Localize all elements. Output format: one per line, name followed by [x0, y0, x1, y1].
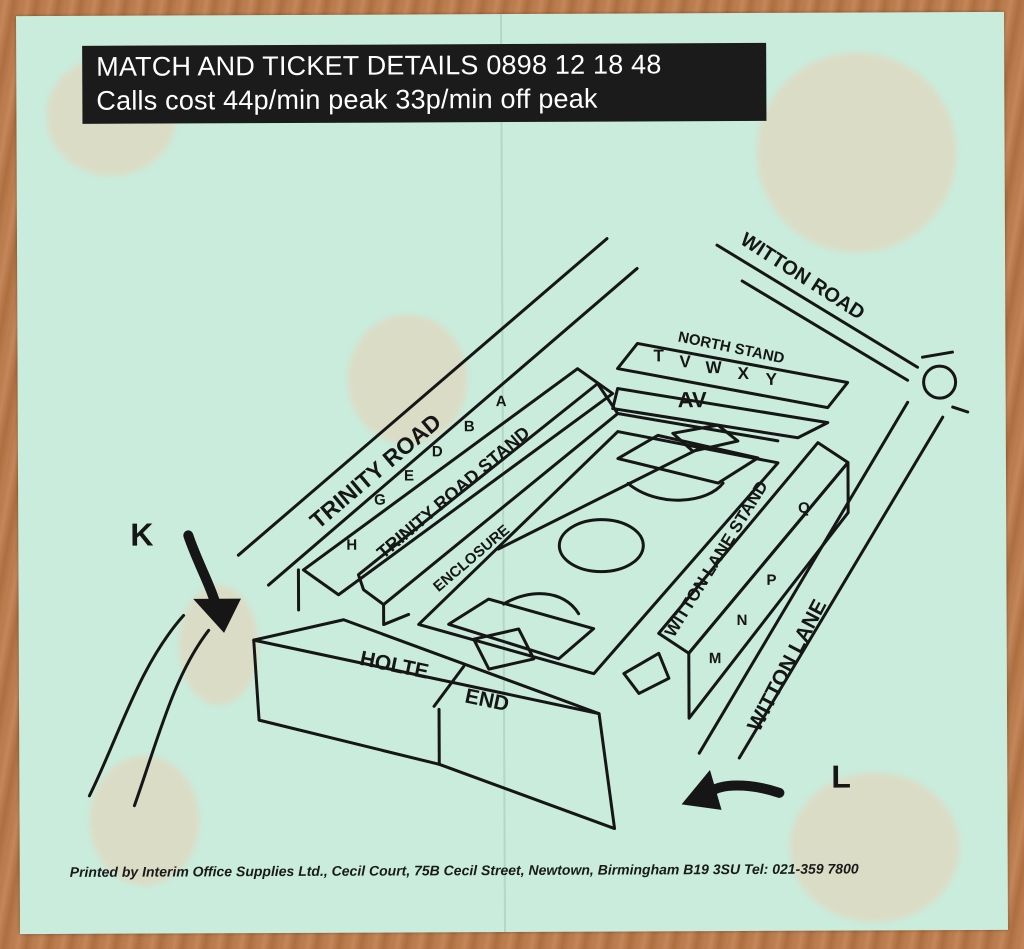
trinity-road-line	[236, 237, 609, 557]
north-penalty-area	[616, 433, 760, 485]
block-label: Y	[766, 370, 778, 389]
trinity-stand-upper-outline	[301, 367, 615, 597]
north-penalty-arc	[626, 481, 725, 502]
north-stand-lower	[611, 387, 830, 440]
stadium-map: TRINITY ROAD WITTON ROAD WITTON LANE NOR…	[87, 229, 970, 831]
holte-end-divider	[432, 664, 466, 708]
centre-circle	[557, 518, 645, 574]
witton-lane-label: WITTON LANE	[743, 596, 831, 735]
block-label: W	[706, 358, 723, 377]
block-label: A	[496, 393, 507, 410]
block-label: M	[709, 650, 722, 667]
block-label: D	[432, 443, 443, 460]
north-goal	[671, 423, 740, 453]
approach-road-line	[87, 613, 186, 798]
pitch-outline	[417, 430, 780, 676]
block-label: P	[766, 572, 776, 589]
block-label: X	[738, 364, 750, 383]
arrow-l-icon	[681, 770, 785, 810]
north-stand-edge	[616, 412, 780, 443]
witton-road-line	[715, 243, 920, 369]
trinity-stand-side	[296, 568, 411, 627]
block-label: H	[346, 537, 357, 554]
witton-lane-stand-front	[687, 461, 850, 720]
entrance-l-label: L	[831, 759, 851, 795]
corner-stand	[622, 651, 671, 695]
holte-end-label: END	[463, 685, 511, 717]
holte-end-edge	[252, 638, 601, 716]
south-penalty-arc	[502, 592, 581, 616]
halfway-line	[496, 447, 700, 551]
witton-lane-stand-label: WITTON LANE STAND	[661, 478, 772, 641]
holte-end-outline	[252, 618, 617, 831]
block-label: T	[653, 346, 664, 365]
road-junction	[920, 350, 954, 359]
south-goal	[472, 627, 536, 671]
north-stand-roof	[616, 341, 850, 410]
roundabout	[922, 364, 958, 400]
trinity-road-line	[266, 266, 639, 587]
witton-lane-line	[697, 400, 910, 755]
south-penalty-area	[447, 597, 596, 661]
block-label: N	[737, 612, 748, 629]
approach-road-line	[132, 628, 211, 808]
trinity-stand-outline	[356, 382, 620, 607]
block-label: Q	[798, 500, 810, 517]
witton-road-line	[740, 279, 910, 382]
block-label: G	[374, 492, 386, 509]
block-label: B	[464, 418, 475, 435]
block-label-av: AV	[678, 387, 707, 412]
block-label: E	[404, 467, 414, 484]
witton-road-label: WITTON ROAD	[736, 229, 868, 325]
road-junction	[951, 405, 970, 414]
holte-label: HOLTE	[358, 647, 431, 684]
ticket: MATCH AND TICKET DETAILS 0898 12 18 48 C…	[16, 11, 1008, 935]
entrance-k-label: K	[130, 517, 153, 553]
witton-lane-line	[737, 415, 945, 760]
arrow-k-icon	[183, 530, 241, 633]
block-label: V	[679, 352, 691, 371]
